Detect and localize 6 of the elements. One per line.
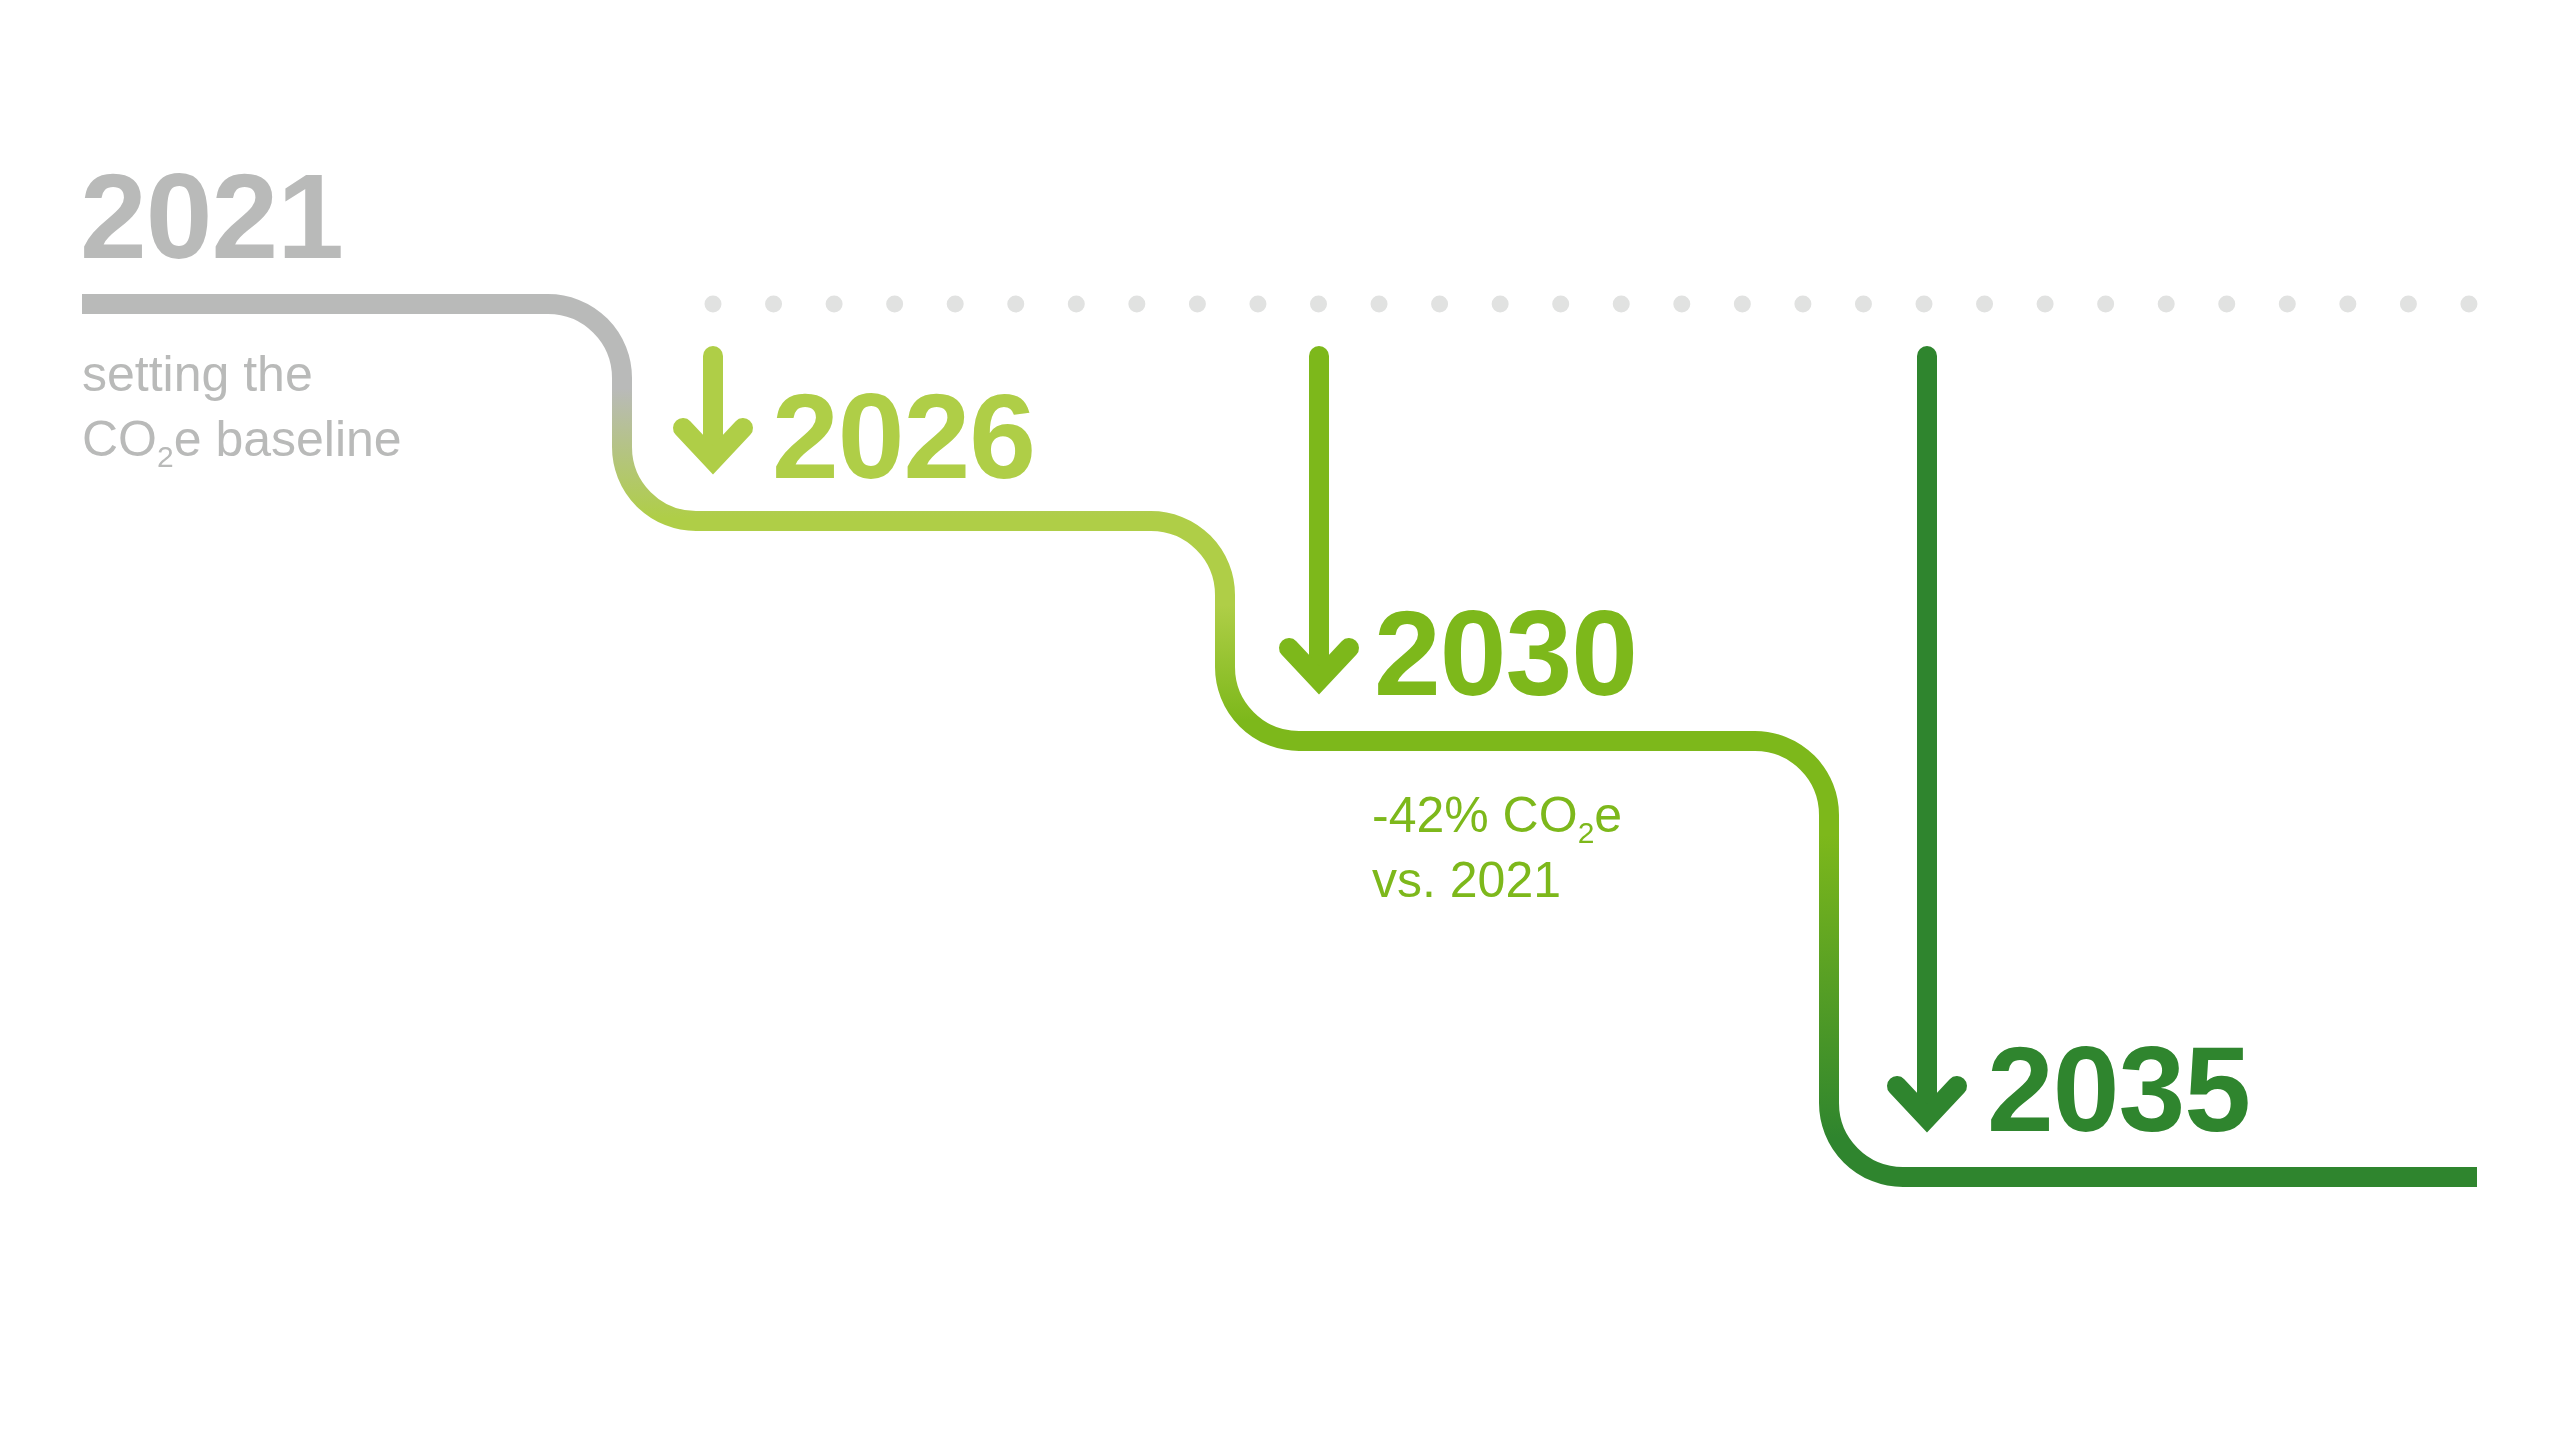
year-label: 2021 <box>80 156 343 276</box>
year-label: 2035 <box>1987 1029 2250 1149</box>
year-label: 2026 <box>772 376 1035 496</box>
year-label: 2030 <box>1374 593 1637 713</box>
description-text: -42% CO$_{2}$e vs. 2021 <box>1372 786 1624 910</box>
description-text: setting the CO$_{2}$e baseline <box>82 345 403 472</box>
